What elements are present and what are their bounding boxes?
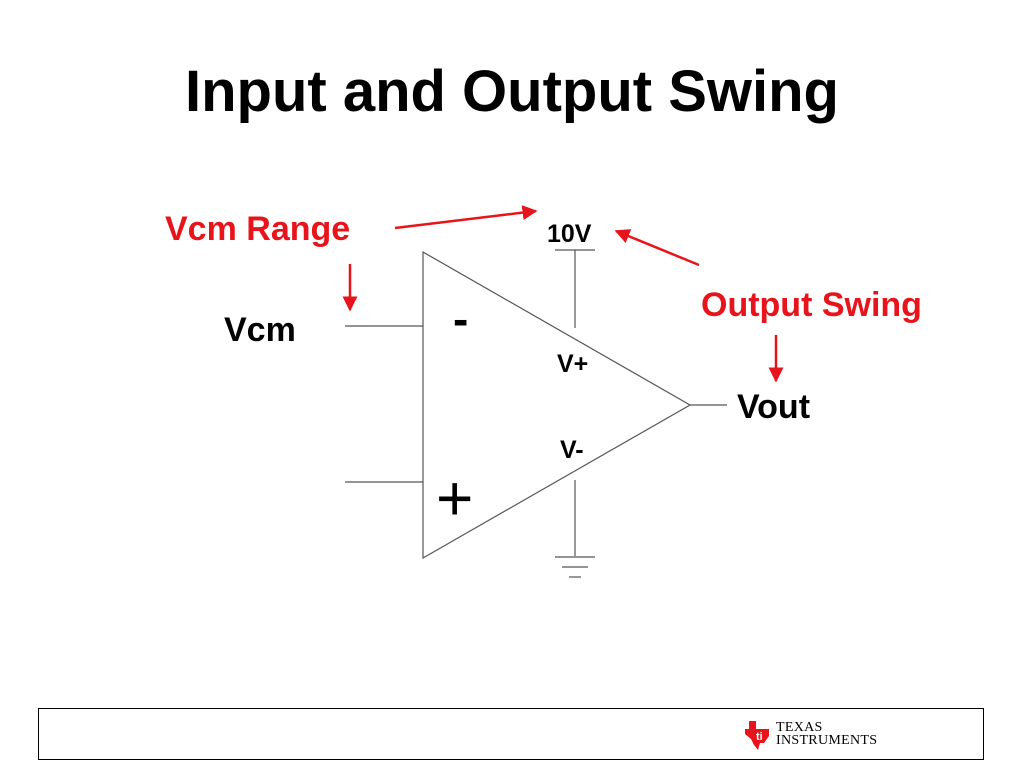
supply-voltage-label: 10V [547,220,592,248]
texas-instruments-logo: ti Texas Instruments [742,717,882,753]
output-swing-label: Output Swing [701,286,922,324]
vcm-label: Vcm [224,311,296,349]
vout-label: Vout [737,388,810,426]
v-minus-label: V- [560,436,584,464]
logo-wordmark: Texas Instruments [776,720,878,748]
slide-footer: ti Texas Instruments [38,708,984,760]
op-amp-triangle [422,250,692,560]
logo-line-1: Texas [776,720,823,735]
slide-title: Input and Output Swing [185,59,839,124]
svg-text:ti: ti [756,731,763,743]
inverting-sign: - [453,293,468,345]
non-inverting-sign: + [436,462,473,534]
texas-state-icon: ti [745,721,769,750]
ground-icon [555,556,595,578]
logo-line-2: Instruments [776,733,878,748]
v-plus-label: V+ [557,350,588,378]
vcm-range-to-10v-arrow [394,205,538,230]
vcm-range-label: Vcm Range [165,210,350,248]
output-swing-to-10v-arrow [614,229,700,267]
